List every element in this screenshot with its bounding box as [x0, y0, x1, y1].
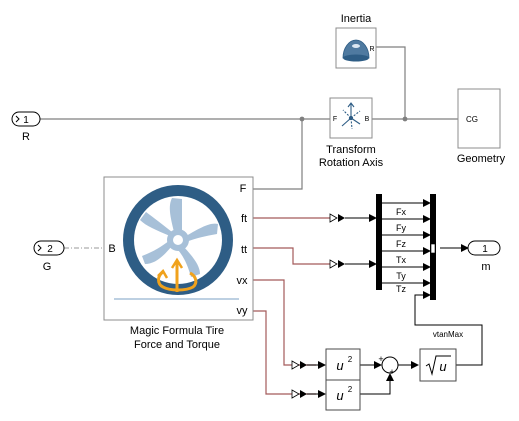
outport-m-number: 1	[482, 244, 488, 255]
magic-formula-tire-block[interactable]: F ft tt vx vy B Magic Formula Tire Force…	[103, 176, 254, 351]
square1-exp: 2	[348, 355, 353, 364]
square2-exp: 2	[348, 385, 353, 394]
inertia-title: Inertia	[341, 13, 372, 25]
inport-R-number: 1	[23, 115, 29, 126]
geometry-port-CG: CG	[466, 115, 478, 124]
tire-port-F: F	[240, 183, 247, 195]
sum-sign-1: +	[378, 354, 383, 364]
tire-title-line2: Force and Torque	[134, 339, 220, 351]
outport-m[interactable]: 1 m	[467, 240, 501, 273]
square-block-2[interactable]: u 2	[325, 379, 361, 411]
transform-port-F: F	[333, 116, 337, 123]
inertia-block[interactable]: Inertia R	[335, 13, 377, 69]
sqrt-block[interactable]: u	[419, 348, 457, 382]
transform-axes-icon	[341, 102, 361, 130]
transform-title-line1: Transform	[326, 144, 376, 156]
physical-connection-R[interactable]	[40, 46, 458, 190]
connport-G-label: G	[43, 261, 52, 273]
geometry-title: Geometry	[457, 153, 506, 165]
sum-sign-2: +	[389, 367, 394, 377]
junction-dot	[402, 116, 408, 122]
inertia-icon	[342, 39, 370, 62]
tire-title-line1: Magic Formula Tire	[130, 325, 224, 337]
bus-signal-Fz: Fz	[396, 239, 406, 249]
bus-signal-Tz: Tz	[396, 284, 406, 294]
sqrt-expr: u	[439, 359, 446, 374]
tire-port-tt: tt	[241, 244, 247, 256]
bus-selector-block[interactable]	[376, 194, 382, 290]
junction-dot	[299, 116, 305, 122]
signal-lines-black[interactable]	[307, 199, 483, 398]
inport-R-label: R	[22, 131, 30, 143]
bus-signal-Ty: Ty	[396, 271, 406, 281]
bus-signal-Fy: Fy	[396, 223, 406, 233]
tire-port-vy: vy	[237, 305, 249, 317]
tire-port-B: B	[108, 243, 115, 255]
connport-G-number: 2	[47, 244, 53, 255]
vtanmax-label: vtanMax	[433, 330, 463, 339]
outport-m-label: m	[481, 261, 490, 273]
bus-signal-Fx: Fx	[396, 207, 406, 217]
square2-base: u	[336, 388, 343, 403]
signal-lines[interactable]	[253, 217, 330, 395]
tire-port-ft: ft	[241, 213, 247, 225]
inertia-port-R: R	[369, 46, 374, 53]
rate-transition-arrows	[291, 213, 345, 399]
bus-signal-Tx: Tx	[396, 255, 406, 265]
sum-block[interactable]: + +	[378, 354, 399, 377]
transform-title-line2: Rotation Axis	[319, 157, 384, 169]
inport-R[interactable]: 1 R	[11, 111, 41, 143]
bus-signal-labels: Fx Fy Fz Tx Ty Tz	[396, 207, 406, 294]
transform-port-B: B	[365, 116, 370, 123]
rotation-arrow-icon	[157, 257, 198, 292]
transform-rotation-axis-block[interactable]: F B Transform Rotation Axis	[319, 97, 384, 169]
square-block-1[interactable]: u 2	[325, 348, 361, 382]
geometry-block[interactable]: CG Geometry	[457, 88, 506, 165]
connport-G[interactable]: 2 G	[33, 240, 65, 273]
square1-base: u	[336, 358, 343, 373]
tire-icon	[114, 185, 239, 300]
tire-port-vx: vx	[237, 275, 249, 287]
bus-creator-block[interactable]	[430, 194, 436, 300]
